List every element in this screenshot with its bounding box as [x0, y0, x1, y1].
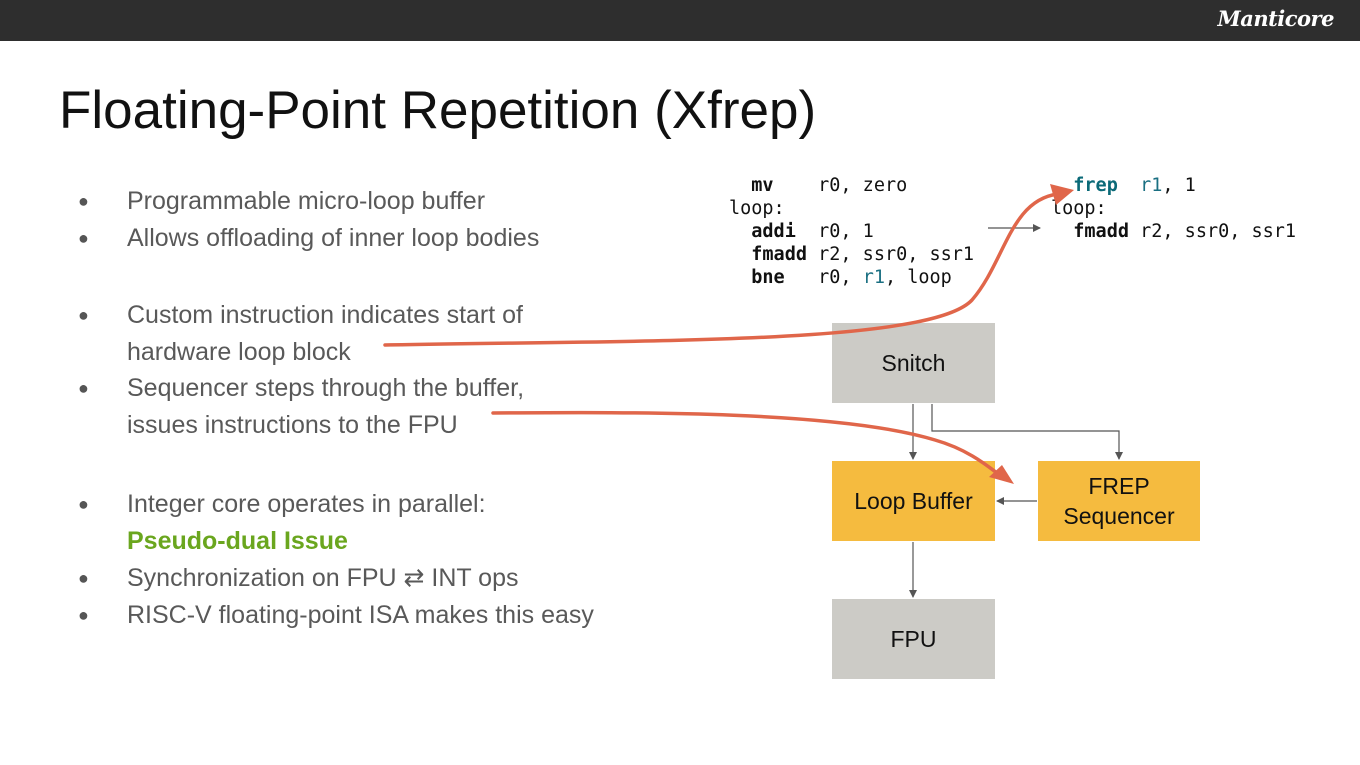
- bullet-text: Custom instruction indicates start of: [127, 301, 523, 329]
- code-line: frep r1, 1: [1073, 175, 1196, 196]
- fpu-box: FPU: [832, 599, 995, 679]
- bullet-item: ● RISC-V floating-point ISA makes this e…: [78, 597, 594, 634]
- bullet-item: ● Custom instruction indicates start of …: [78, 297, 523, 371]
- loop-buffer-label: Loop Buffer: [854, 488, 973, 514]
- frep-sequencer-label: FREP: [1088, 473, 1150, 499]
- bullet-item: ● Integer core operates in parallel: Pse…: [78, 486, 486, 560]
- bullet-dot-icon: ●: [78, 228, 89, 248]
- code-label: loop:: [1051, 198, 1107, 219]
- fpu-label: FPU: [890, 626, 937, 652]
- bullet-dot-icon: ●: [78, 305, 89, 325]
- bullet-text: Allows offloading of inner loop bodies: [127, 224, 540, 252]
- frep-sequencer-label: Sequencer: [1063, 503, 1175, 529]
- snitch-box: Snitch: [832, 323, 995, 403]
- frep-sequencer-box: FREP Sequencer: [1038, 461, 1200, 541]
- code-line: fmadd r2, ssr0, ssr1: [1073, 221, 1297, 242]
- bullet-text: Sequencer steps through the buffer,: [127, 374, 525, 402]
- bullet-dot-icon: ●: [78, 191, 89, 211]
- logo: Manticore: [1217, 6, 1334, 31]
- loop-buffer-box: Loop Buffer: [832, 461, 995, 541]
- code-label: loop:: [729, 198, 785, 219]
- code-block-original: mv r0, zero loop: addi r0, 1 fmadd r2, s…: [729, 174, 974, 289]
- bullet-text: issues instructions to the FPU: [127, 411, 458, 439]
- bullet-item: ● Allows offloading of inner loop bodies: [78, 220, 540, 257]
- bullet-text: hardware loop block: [127, 338, 351, 366]
- bullet-dot-icon: ●: [78, 494, 89, 514]
- snitch-label: Snitch: [881, 350, 946, 376]
- code-line: fmadd r2, ssr0, ssr1: [751, 244, 975, 265]
- annotation-arrow-sequencer: [491, 410, 1003, 478]
- code-line: mv r0, zero: [751, 175, 908, 196]
- bullet-dot-icon: ●: [78, 378, 89, 398]
- bullet-text: Programmable micro-loop buffer: [127, 187, 486, 215]
- annotation-arrowhead: [1050, 184, 1074, 205]
- bullet-text: RISC-V floating-point ISA makes this eas…: [127, 601, 594, 629]
- bullet-text: Integer core operates in parallel:: [127, 490, 486, 518]
- bullet-item: ● Synchronization on FPU ⇄ INT ops: [78, 560, 519, 597]
- bullet-item: ● Programmable micro-loop buffer: [78, 183, 486, 220]
- annotation-arrowhead: [989, 465, 1014, 484]
- annotation-arrow-frep: [383, 192, 1060, 347]
- header-bar: Manticore: [0, 0, 1360, 41]
- code-block-frep: frep r1, 1 loop: fmadd r2, ssr0, ssr1: [1051, 174, 1296, 243]
- bullet-dot-icon: ●: [78, 568, 89, 588]
- snitch-to-sequencer-arrow: [931, 404, 1123, 460]
- bullet-item: ● Sequencer steps through the buffer, is…: [78, 370, 525, 444]
- bullet-dot-icon: ●: [78, 605, 89, 625]
- highlight-text: Pseudo-dual Issue: [127, 527, 348, 555]
- slide-title: Floating-Point Repetition (Xfrep): [59, 81, 817, 140]
- code-line: addi r0, 1: [751, 221, 874, 242]
- code-line: bne r0, r1, loop: [751, 267, 952, 288]
- bullet-list: ● Programmable micro-loop buffer ● Allow…: [78, 183, 594, 634]
- bullet-text: Synchronization on FPU ⇄ INT ops: [127, 564, 519, 592]
